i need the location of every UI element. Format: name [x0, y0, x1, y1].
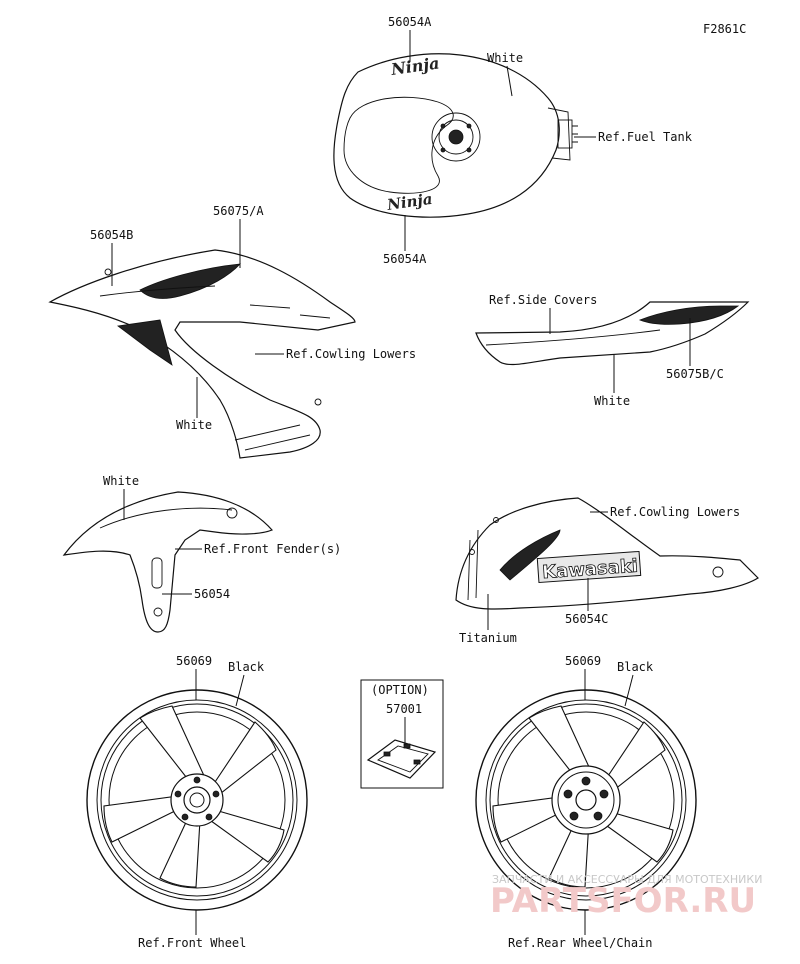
watermark-tagline: ЗАПЧАСТИ И АКСЕССУАРЫ ДЛЯ МОТОТЕХНИКИ	[492, 873, 762, 886]
side-cover-ref: Ref.Side Covers	[489, 293, 597, 307]
option-box	[360, 679, 444, 789]
front-wheel-color-label: Black	[228, 660, 265, 674]
option-part-code: 57001	[386, 702, 422, 716]
rear-wheel-ref: Ref.Rear Wheel/Chain	[508, 936, 653, 950]
tank-color-label: White	[487, 51, 523, 65]
tank-decal-code-bottom: 56054A	[383, 252, 427, 266]
cowl-left-color-label: White	[176, 418, 212, 432]
fuel-tank-ref: Ref.Fuel Tank	[598, 130, 693, 144]
cowl-left-decal-code-a: 56075/A	[213, 204, 264, 218]
left-cowling-part	[48, 249, 356, 459]
front-fender-part	[62, 491, 274, 633]
fender-color-label: White	[103, 474, 139, 488]
fender-ref: Ref.Front Fender(s)	[204, 542, 341, 556]
side-cover-color-label: White	[594, 394, 630, 408]
front-wheel-part	[86, 689, 308, 911]
cowl-right-color-label: Titanium	[459, 631, 517, 645]
fuel-tank-part: Ninja Ninja	[333, 53, 578, 218]
option-title: (OPTION)	[371, 683, 429, 697]
rear-wheel-part	[475, 689, 697, 911]
watermark: ЗАПЧАСТИ И АКСЕССУАРЫ ДЛЯ МОТОТЕХНИКИ PA…	[490, 873, 762, 921]
front-wheel-ref: Ref.Front Wheel	[138, 936, 246, 950]
cowl-left-decal-code-b: 56054B	[90, 228, 133, 242]
right-cowling-part: Kawasaki	[455, 497, 759, 610]
front-wheel-decal-code: 56069	[176, 654, 212, 668]
rear-wheel-color-label: Black	[617, 660, 654, 674]
figure-code: F2861C	[703, 22, 746, 36]
side-cover-part	[475, 301, 750, 366]
tank-decal-code-top: 56054A	[388, 15, 432, 29]
cowl-right-ref: Ref.Cowling Lowers	[610, 505, 740, 519]
watermark-site: PARTSFOR.RU	[490, 881, 756, 921]
side-cover-decal-code: 56075B/C	[666, 367, 724, 381]
cowl-right-decal-code: 56054C	[565, 612, 608, 626]
fender-decal-code: 56054	[194, 587, 230, 601]
cowl-left-ref: Ref.Cowling Lowers	[286, 347, 416, 361]
rear-wheel-decal-code: 56069	[565, 654, 601, 668]
